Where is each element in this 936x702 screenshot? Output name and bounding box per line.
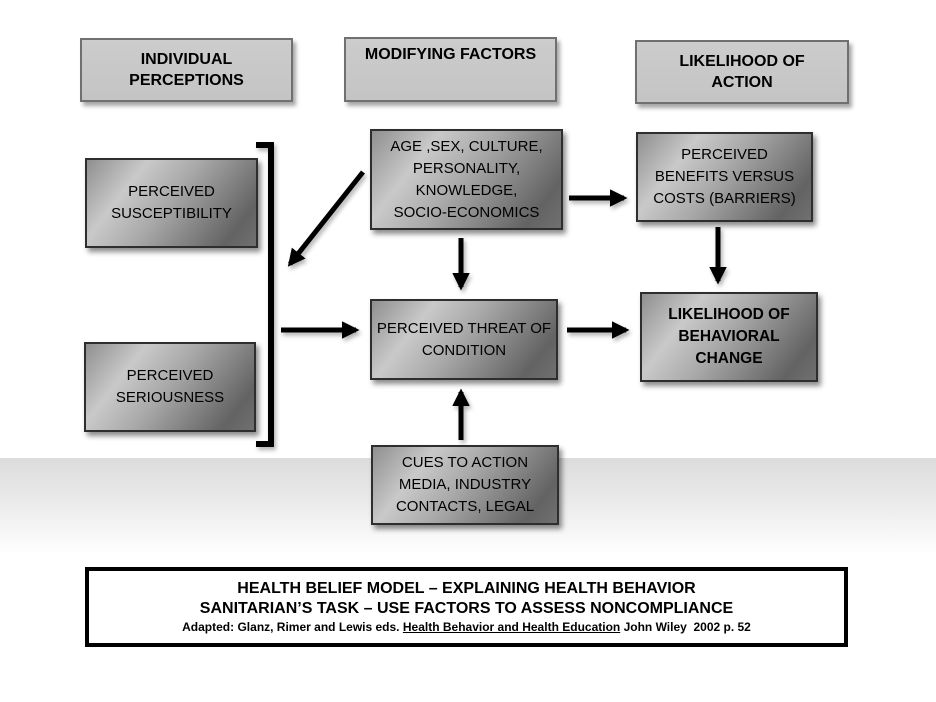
header-likelihood-of-action: LIKELIHOOD OF ACTION [635, 40, 849, 104]
caption-title: HEALTH BELIEF MODEL – EXPLAINING HEALTH … [237, 580, 696, 597]
caption-subtitle: SANITARIAN’S TASK – USE FACTORS TO ASSES… [199, 600, 734, 617]
caption-source-book-title: Health Behavior and Health Education [402, 620, 621, 634]
box-perceived-susceptibility: PERCEIVED SUSCEPTIBILITY [85, 158, 258, 248]
box-likelihood-behavioral-change: LIKELIHOOD OF BEHAVIORAL CHANGE [640, 292, 818, 382]
header-individual-perceptions: INDIVIDUAL PERCEPTIONS [80, 38, 293, 102]
caption-source-prefix: Adapted: Glanz, Rimer and Lewis eds. [182, 620, 403, 634]
caption-box: HEALTH BELIEF MODEL – EXPLAINING HEALTH … [85, 567, 848, 647]
box-cues-to-action: CUES TO ACTION MEDIA, INDUSTRY CONTACTS,… [371, 445, 559, 525]
caption-source: Adapted: Glanz, Rimer and Lewis eds. Hea… [89, 619, 844, 635]
box-benefits-vs-costs: PERCEIVED BENEFITS VERSUS COSTS (BARRIER… [636, 132, 813, 222]
header-modifying-factors: MODIFYING FACTORS [344, 37, 557, 102]
box-modifying-variables: AGE ,SEX, CULTURE, PERSONALITY, KNOWLEDG… [370, 129, 563, 230]
bracket-individual-perceptions [256, 142, 274, 447]
caption-source-suffix: John Wiley 2002 p. 52 [620, 620, 751, 634]
arrow-modifying-to-perceptions [287, 170, 365, 267]
box-perceived-threat: PERCEIVED THREAT OF CONDITION [370, 299, 558, 380]
box-perceived-seriousness: PERCEIVED SERIOUSNESS [84, 342, 256, 432]
